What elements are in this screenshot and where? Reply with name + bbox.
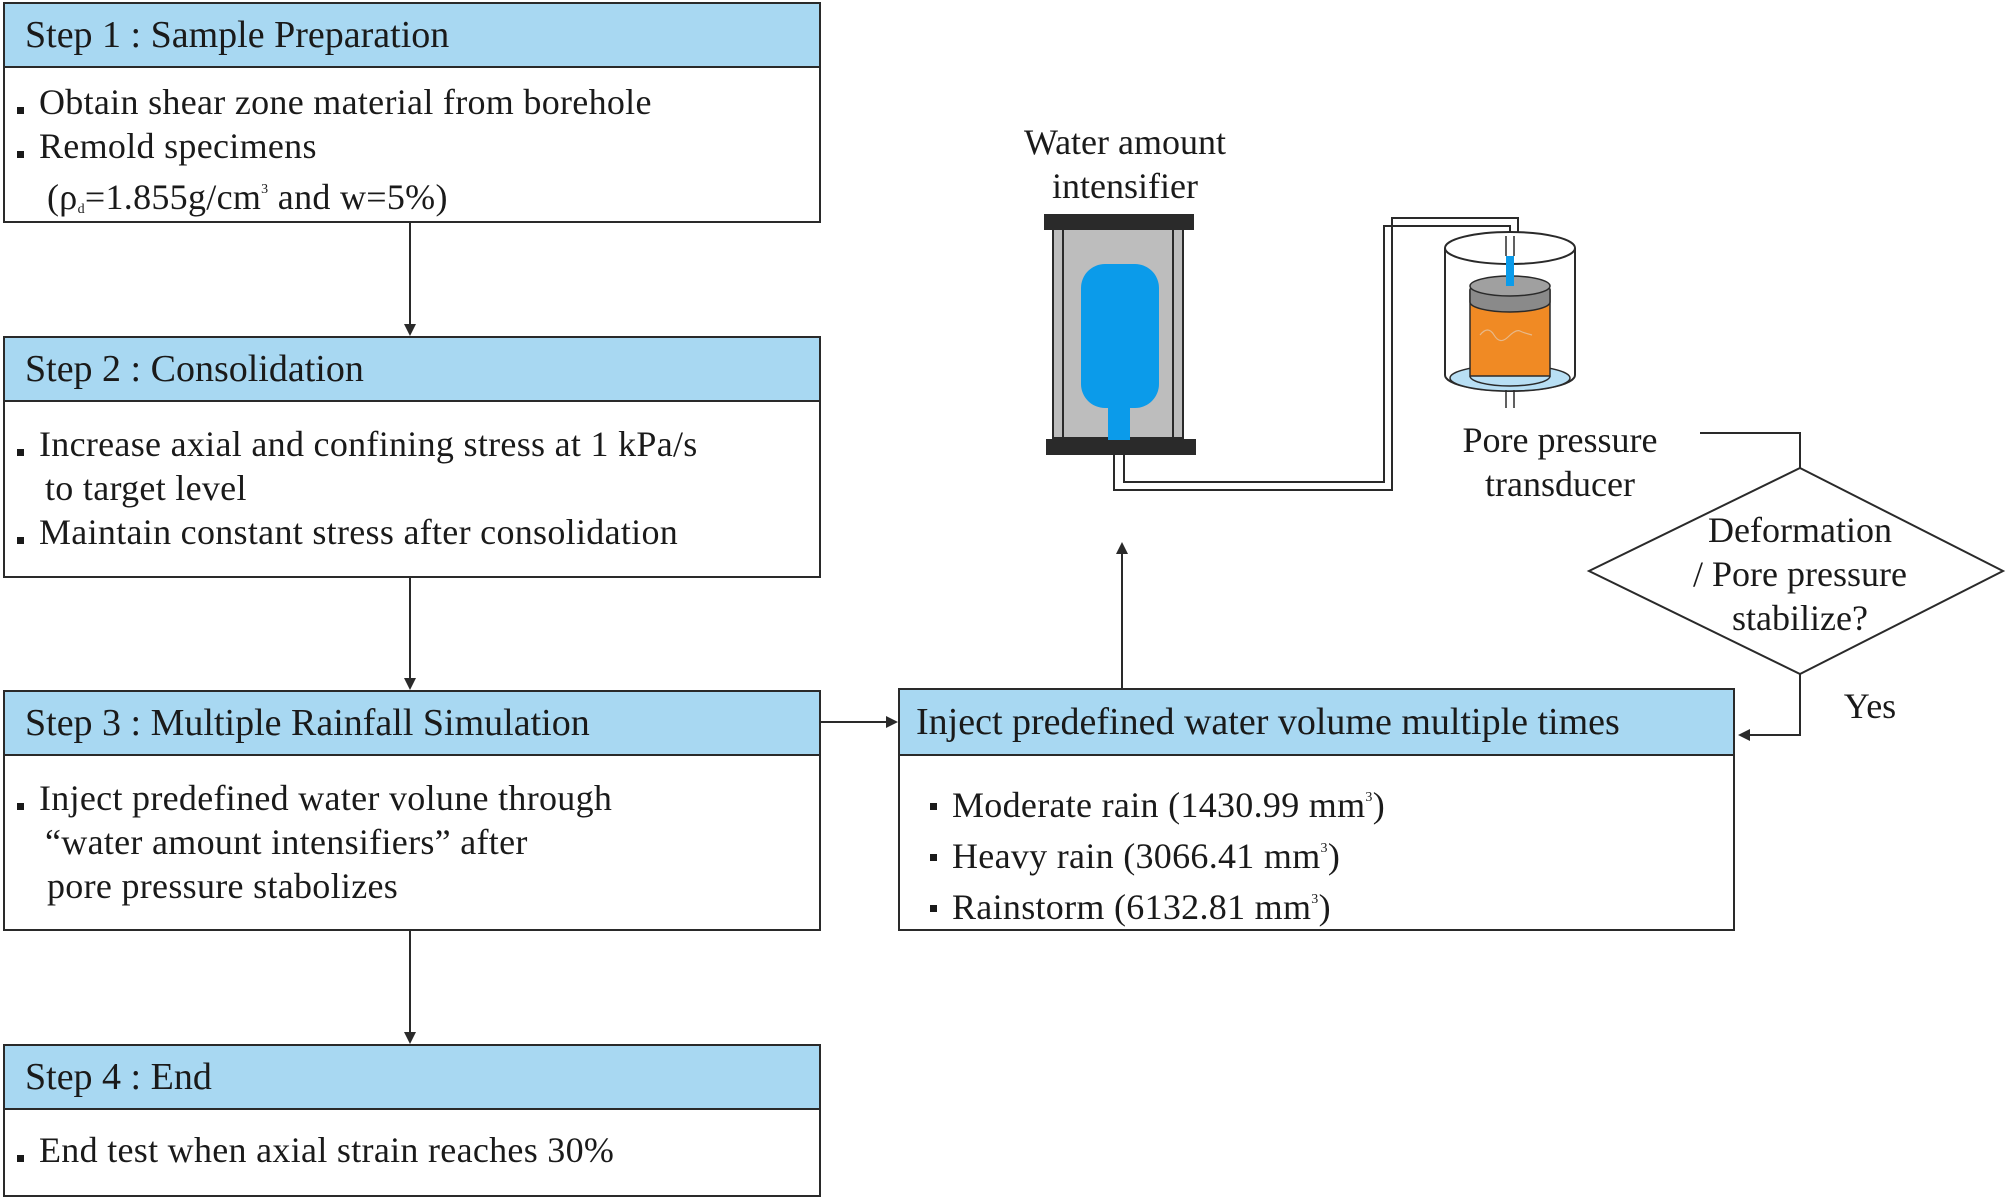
line-transducer-to-decision: [1700, 432, 1801, 468]
intensifier-label: Water amount intensifier: [1023, 122, 1227, 206]
inject-body: Moderate rain (1430.99 mm3) Heavy rain (…: [900, 756, 1733, 929]
step4-header: Step 4 : End: [5, 1046, 819, 1110]
decision-label: Deformation / Pore pressure stabilize?: [1693, 510, 1907, 638]
step2-item-1-cont: to target level: [45, 468, 247, 508]
inject-item-moderate: Moderate rain (1430.99 mm3): [930, 776, 1733, 827]
step2-body: Increase axial and confining stress at 1…: [5, 402, 819, 554]
step4-box: Step 4 : End End test when axial strain …: [3, 1044, 821, 1197]
inject-header: Inject predefined water volume multiple …: [900, 690, 1733, 756]
step3-item-1-cont: “water amount intensifiers” after: [45, 822, 528, 862]
step4-item-1: End test when axial strain reaches 30%: [17, 1128, 819, 1172]
step1-box: Step 1 : Sample Preparation Obtain shear…: [3, 2, 821, 223]
inject-title: Inject predefined water volume multiple …: [916, 701, 1620, 743]
inject-box: Inject predefined water volume multiple …: [898, 688, 1735, 931]
step4-body: End test when axial strain reaches 30%: [5, 1110, 819, 1172]
step1-item-2-cont: (ρd=1.855g/cm3 and w=5%): [47, 177, 448, 217]
tubing: [1113, 217, 1519, 491]
step2-header: Step 2 : Consolidation: [5, 338, 819, 402]
intensifier-icon: [1044, 214, 1196, 455]
decision-diamond: [1586, 466, 2006, 676]
step1-body: Obtain shear zone material from borehole…: [5, 68, 819, 232]
step1-header: Step 1 : Sample Preparation: [5, 4, 819, 68]
step2-box: Step 2 : Consolidation Increase axial an…: [3, 336, 821, 578]
step3-box: Step 3 : Multiple Rainfall Simulation In…: [3, 690, 821, 931]
decision-yes-label: Yes: [1843, 686, 1897, 726]
step3-title: Step 3 : Multiple Rainfall Simulation: [25, 702, 590, 744]
arrow-decision-yes-to-inject: [1738, 674, 1801, 741]
pore-pressure-cell-icon: [1444, 231, 1576, 408]
step1-title: Step 1 : Sample Preparation: [25, 14, 450, 56]
step3-item-1-cont2: pore pressure stabolizes: [47, 866, 399, 906]
step4-title: Step 4 : End: [25, 1056, 212, 1098]
step2-item-1: Increase axial and confining stress at 1…: [17, 422, 819, 466]
transducer-label: Pore pressure transducer: [1462, 420, 1658, 504]
inject-item-heavy: Heavy rain (3066.41 mm3): [930, 827, 1733, 878]
step3-body: Inject predefined water volune through “…: [5, 756, 819, 908]
step3-item-1: Inject predefined water volune through: [17, 776, 819, 820]
step2-title: Step 2 : Consolidation: [25, 348, 364, 390]
step2-item-2: Maintain constant stress after consolida…: [17, 510, 819, 554]
inject-item-rainstorm: Rainstorm (6132.81 mm3): [930, 878, 1733, 929]
step1-item-2: Remold specimens: [17, 124, 819, 168]
step3-header: Step 3 : Multiple Rainfall Simulation: [5, 692, 819, 756]
step1-item-1: Obtain shear zone material from borehole: [17, 80, 819, 124]
